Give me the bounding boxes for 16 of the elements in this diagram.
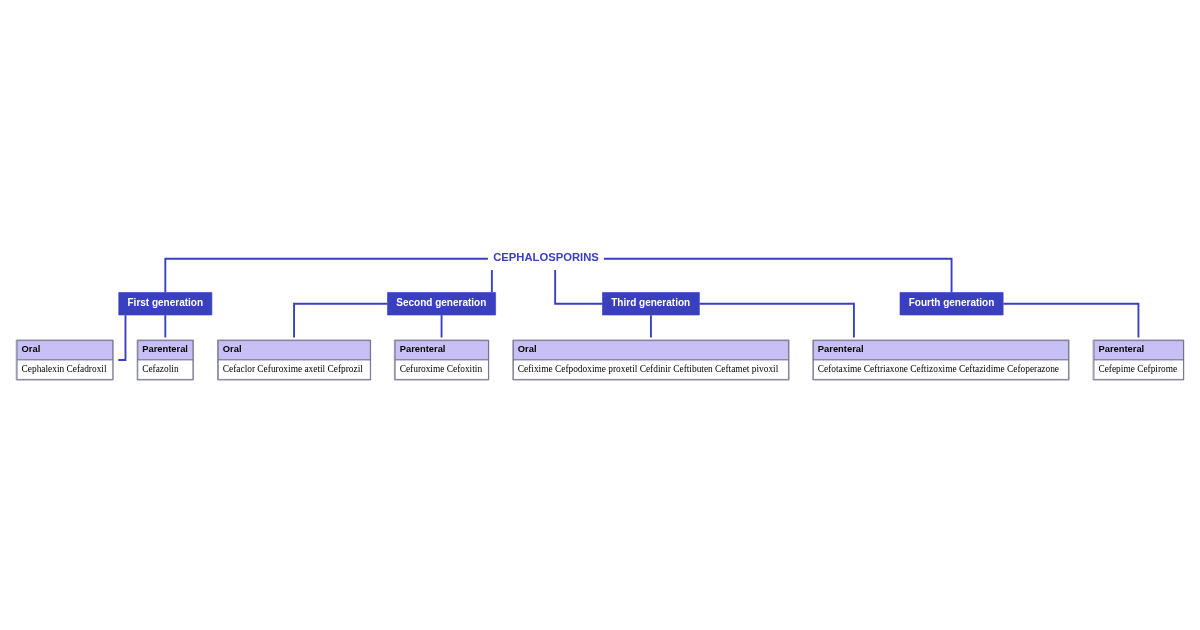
connector	[490, 269, 493, 294]
node-box: Second generation	[387, 292, 496, 316]
node-box: Third generation	[602, 292, 700, 316]
node-text: CEPHALOSPORINS	[493, 250, 599, 263]
node-box: First generation	[118, 292, 213, 316]
connector	[1002, 302, 1140, 339]
connector	[602, 257, 953, 294]
connector	[164, 314, 167, 339]
connector	[554, 269, 604, 305]
connector	[164, 257, 489, 294]
connector	[440, 314, 443, 339]
connector	[117, 314, 127, 361]
node-box: Fourth generation	[899, 292, 1004, 316]
connector	[650, 314, 652, 339]
connector	[698, 302, 855, 339]
connector	[293, 302, 389, 339]
